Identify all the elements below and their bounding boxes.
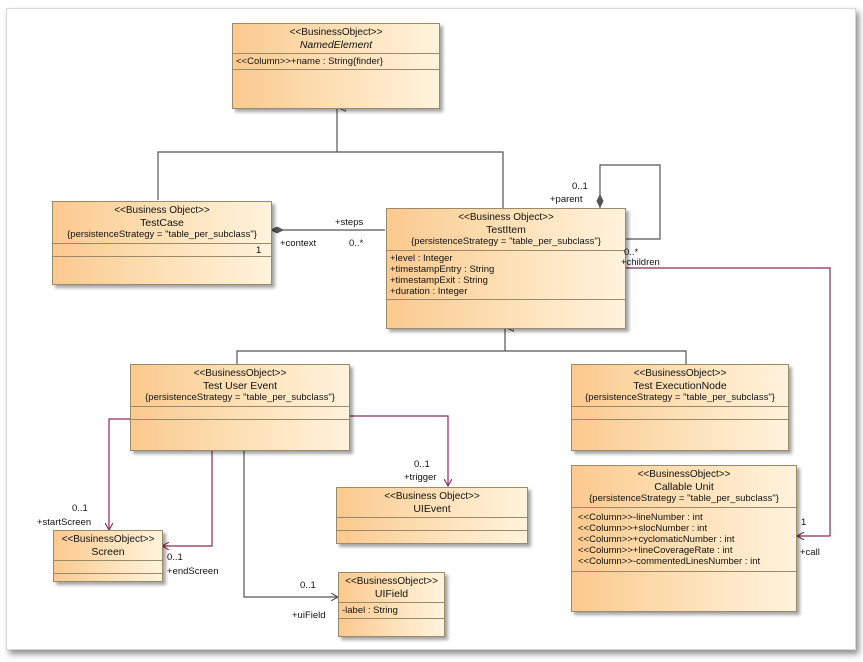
tagged-value: {persistenceStrategy = "table_per_subcla… (145, 392, 335, 403)
steps-multiplicity: 0..* (349, 238, 364, 249)
attribute: -label : String (342, 605, 398, 616)
parent-multiplicity: 0..1 (572, 181, 588, 192)
class-name: Test ExecutionNode (633, 380, 727, 392)
steps-role: +steps (335, 217, 364, 228)
ui-field-multiplicity: 0..1 (300, 580, 316, 591)
stereotype: <<BusinessObject>> (345, 576, 438, 587)
end-screen-multiplicity: 0..1 (167, 552, 183, 563)
attribute: +timestampEntry : String (390, 264, 495, 275)
children-role: +children (621, 257, 660, 268)
stereotype: <<BusinessObject>> (637, 469, 731, 480)
stereotype: <<Business Object>> (458, 212, 554, 223)
association-ui-field (243, 449, 338, 597)
attributes-section (337, 517, 527, 530)
attribute: +level : Integer (390, 253, 453, 264)
attributes-section (53, 243, 271, 256)
class-name: UIEvent (413, 503, 451, 515)
attributes-section (54, 560, 162, 573)
start-screen-role: +startScreen (37, 517, 92, 528)
class-name: Test User Event (202, 380, 278, 392)
parent-role: +parent (550, 194, 583, 205)
tagged-value: {persistenceStrategy = "table_per_subcla… (411, 236, 601, 247)
class-test-execution-node[interactable]: <<BusinessObject>> Test ExecutionNode {p… (571, 364, 789, 451)
operations-section (54, 573, 162, 586)
attribute: +duration : Integer (390, 286, 468, 297)
children-multiplicity: 0..* (624, 247, 639, 258)
association-call (625, 267, 831, 536)
attribute: <<Column>>+lineCoverageRate : int (578, 545, 733, 556)
generalization-to-named-element (157, 107, 504, 208)
operations-section (131, 419, 349, 432)
attributes-section (572, 406, 788, 419)
class-test-item[interactable]: <<Business Object>> TestItem {persistenc… (386, 208, 626, 329)
call-multiplicity: 1 (801, 517, 807, 528)
operations-section (387, 299, 625, 312)
class-name: UIField (374, 588, 409, 600)
trigger-role: +trigger (404, 472, 437, 483)
attribute: +timestampExit : String (390, 275, 488, 286)
attributes-section (131, 406, 349, 419)
class-ui-event[interactable]: <<Business Object>> UIEvent (336, 487, 528, 544)
operations-section (337, 530, 527, 543)
start-screen-multiplicity: 0..1 (72, 503, 88, 514)
association-start-screen (109, 418, 130, 530)
stereotype: <<Business Object>> (384, 491, 480, 502)
class-test-user-event[interactable]: <<BusinessObject>> Test User Event {pers… (130, 364, 350, 451)
attribute: <<Column>>+name : String{finder} (236, 56, 384, 67)
attribute: <<Column>>-lineNumber : int (578, 512, 703, 523)
class-test-case[interactable]: <<Business Object>> TestCase {persistenc… (52, 201, 272, 285)
class-name: NamedElement (299, 39, 373, 51)
stereotype: <<BusinessObject>> (289, 27, 383, 38)
class-ui-field[interactable]: <<BusinessObject>> UIField -label : Stri… (338, 572, 445, 637)
class-callable-unit[interactable]: <<BusinessObject>> Callable Unit {persis… (571, 465, 797, 612)
operations-section (572, 571, 796, 596)
tagged-value: {persistenceStrategy = "table_per_subcla… (67, 229, 257, 240)
attribute: <<Column>>-commentedLinesNumber : int (578, 556, 761, 567)
stereotype: <<BusinessObject>> (193, 368, 287, 379)
call-role: +call (800, 547, 820, 558)
class-screen[interactable]: <<BusinessObject>> Screen (53, 530, 163, 582)
stereotype: <<BusinessObject>> (61, 534, 155, 545)
operations-section (572, 419, 788, 432)
class-named-element[interactable]: <<BusinessObject>> NamedElement <<Column… (232, 23, 440, 109)
attribute: <<Column>>+slocNumber : int (578, 523, 708, 534)
class-name: TestCase (140, 217, 184, 229)
attributes-section: <<Column>>-lineNumber : int <<Column>>+s… (572, 507, 796, 571)
context-multiplicity: 1 (256, 245, 262, 256)
class-name: Screen (91, 546, 125, 558)
attributes-section: <<Column>>+name : String{finder} (233, 53, 439, 69)
operations-section (53, 256, 271, 269)
composition-testitem-parent-children (596, 164, 661, 240)
context-role: +context (280, 238, 317, 249)
association-end-screen (162, 449, 213, 546)
operations-section (233, 69, 439, 82)
tagged-value: {persistenceStrategy = "table_per_subcla… (585, 392, 775, 403)
stereotype: <<Business Object>> (114, 205, 210, 216)
attributes-section: +level : Integer +timestampEntry : Strin… (387, 250, 625, 299)
generalization-to-test-item (236, 327, 687, 364)
ui-field-role: +uiField (292, 610, 326, 621)
attribute: <<Column>>+cyclomaticNumber : int (578, 534, 735, 545)
trigger-multiplicity: 0..1 (414, 459, 430, 470)
attributes-section: -label : String (339, 602, 444, 618)
tagged-value: {persistenceStrategy = "table_per_subcla… (589, 493, 779, 504)
composition-testcase-steps (269, 226, 385, 234)
class-name: TestItem (486, 224, 526, 236)
class-name: Callable Unit (654, 481, 714, 493)
association-trigger (350, 415, 448, 486)
stereotype: <<BusinessObject>> (633, 368, 727, 379)
end-screen-role: +endScreen (167, 566, 219, 577)
operations-section (339, 618, 444, 631)
